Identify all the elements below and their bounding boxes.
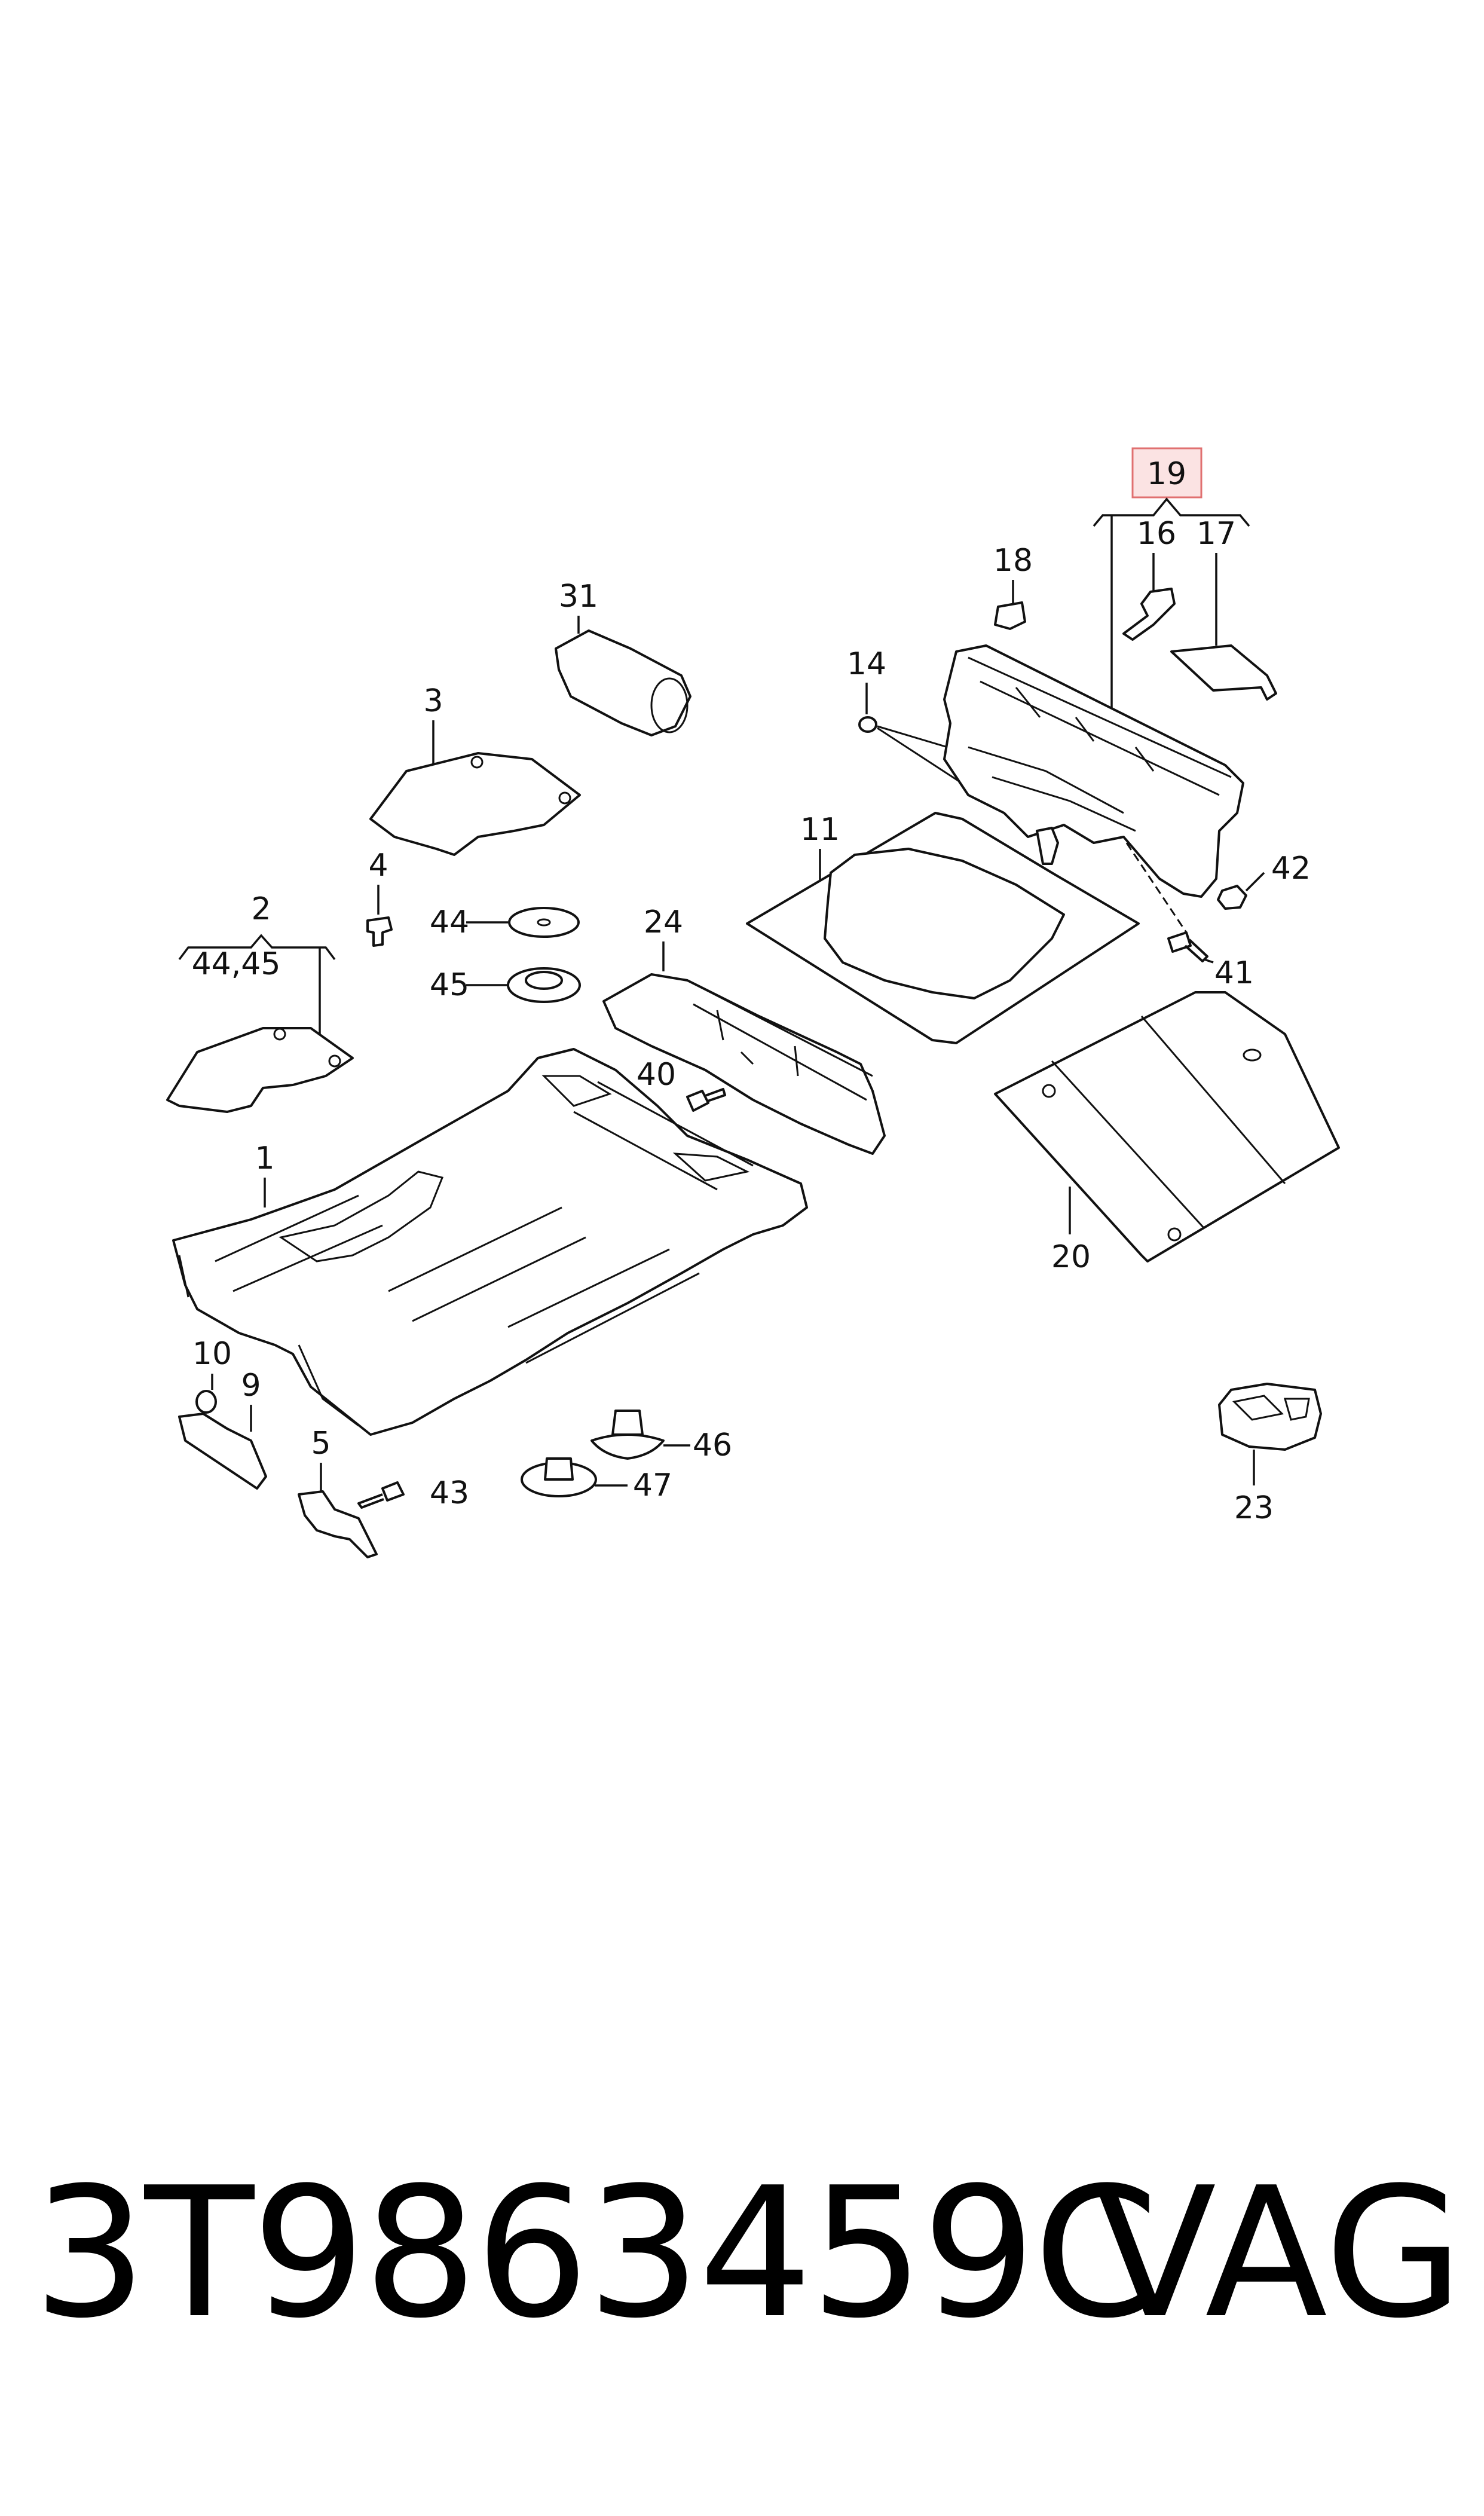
callout-43: 43 bbox=[430, 1475, 469, 1511]
callout-23: 23 bbox=[1234, 1490, 1274, 1526]
part-43-screw bbox=[357, 1481, 405, 1509]
leader-41 bbox=[1204, 958, 1214, 964]
part-31-roll-end bbox=[650, 677, 689, 733]
part-5-clip bbox=[298, 1490, 378, 1558]
part-3-hole-2 bbox=[558, 791, 571, 805]
callout-24: 24 bbox=[644, 904, 683, 940]
leader-19-dash-2 bbox=[1125, 842, 1188, 933]
callout-2: 2 bbox=[251, 891, 271, 927]
callout-40: 40 bbox=[637, 1057, 676, 1093]
part-42-nut bbox=[1217, 885, 1247, 910]
callout-18: 18 bbox=[993, 543, 1033, 579]
part-41-bolt bbox=[1167, 931, 1208, 962]
callout-3: 3 bbox=[423, 683, 443, 719]
part-46-mount-top bbox=[611, 1410, 644, 1436]
part-19-rear-trim bbox=[943, 644, 1244, 898]
part-20-hole-1 bbox=[1042, 1084, 1056, 1098]
part-19-rear-trim-ribs bbox=[968, 746, 1136, 832]
callout-47: 47 bbox=[633, 1468, 672, 1503]
part-19-rear-trim-top bbox=[968, 656, 1232, 796]
part-44-washer bbox=[508, 907, 580, 938]
part-4-clip bbox=[366, 916, 393, 947]
part-23-cutouts bbox=[1232, 1395, 1310, 1421]
part-3-mat bbox=[369, 752, 581, 856]
part-number: 3T9863459C bbox=[33, 2149, 1159, 2358]
part-2-hole-2 bbox=[328, 1054, 341, 1068]
callout-45: 45 bbox=[430, 967, 469, 1003]
brand-label: VAG bbox=[1094, 2149, 1464, 2358]
callout-4: 4 bbox=[368, 848, 388, 883]
callout-10: 10 bbox=[192, 1336, 232, 1372]
part-2-hole-1 bbox=[273, 1028, 286, 1041]
part-18-clip bbox=[994, 601, 1026, 630]
part-20-floor-cover bbox=[994, 991, 1340, 1262]
callout-19-highlight[interactable] bbox=[1131, 447, 1203, 499]
part-40-bolt bbox=[686, 1088, 726, 1112]
callout-1: 1 bbox=[255, 1141, 274, 1176]
part-1-carpet-front-edge bbox=[178, 1255, 359, 1427]
callout-11: 11 bbox=[800, 812, 840, 848]
part-10-plug bbox=[195, 1390, 217, 1414]
callout-46: 46 bbox=[693, 1427, 732, 1463]
callout-16: 16 bbox=[1137, 516, 1176, 552]
part-31-insulation-roll bbox=[555, 629, 691, 736]
part-16-clip bbox=[1122, 588, 1176, 641]
part-11-hook bbox=[1036, 827, 1059, 865]
part-1-carpet-tunnel bbox=[279, 1170, 444, 1262]
callout-5: 5 bbox=[311, 1426, 331, 1462]
callout-31: 31 bbox=[559, 579, 598, 615]
part-24-ridges bbox=[687, 979, 873, 1101]
callout-9: 9 bbox=[241, 1368, 261, 1404]
part-11-spare-well bbox=[824, 848, 1065, 999]
part-46-mount bbox=[590, 1433, 665, 1460]
part-17-pad bbox=[1170, 644, 1277, 701]
callout-14: 14 bbox=[847, 646, 886, 682]
callout-20: 20 bbox=[1051, 1239, 1091, 1275]
part-14-grommet bbox=[858, 716, 877, 733]
part-45-grommet-inner bbox=[525, 971, 563, 990]
callout-2-sub: 44,45 bbox=[192, 946, 281, 982]
part-3-hole-1 bbox=[470, 756, 484, 769]
part-9-bracket bbox=[178, 1413, 267, 1490]
callout-17: 17 bbox=[1197, 516, 1236, 552]
part-20-handle bbox=[1243, 1048, 1262, 1062]
part-20-hole-2 bbox=[1167, 1227, 1182, 1242]
callout-42: 42 bbox=[1271, 851, 1311, 886]
part-20-folds bbox=[1051, 1016, 1286, 1230]
bracket-2 bbox=[178, 934, 336, 961]
part-44-washer-hole bbox=[537, 918, 551, 927]
bracket-19 bbox=[1093, 497, 1250, 527]
part-1-carpet-rear-wells bbox=[541, 1075, 750, 1182]
leader-42 bbox=[1245, 872, 1265, 892]
callout-41: 41 bbox=[1214, 955, 1254, 991]
callout-44: 44 bbox=[430, 904, 469, 940]
part-47-mount-top bbox=[544, 1457, 574, 1481]
part-1-carpet-ridges bbox=[215, 1081, 754, 1364]
part-2-mat bbox=[166, 1027, 354, 1113]
callout-19: 19 bbox=[1147, 456, 1186, 492]
